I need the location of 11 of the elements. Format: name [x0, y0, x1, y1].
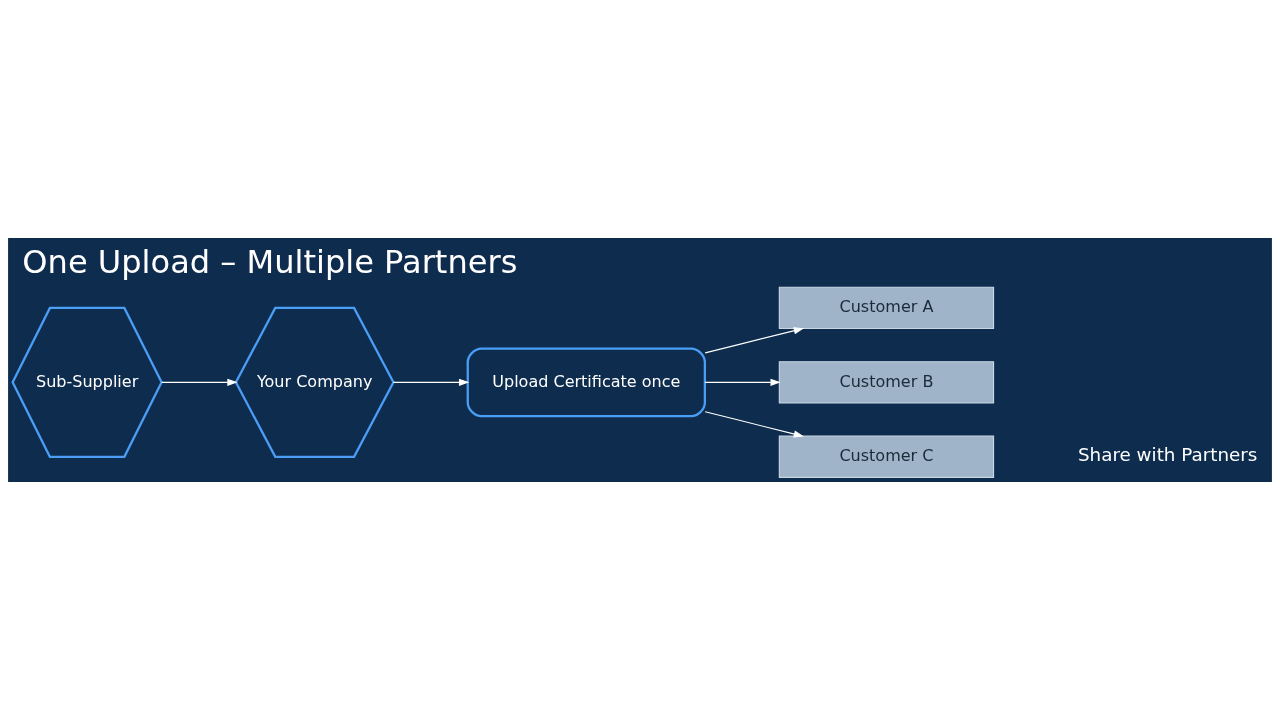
arrow	[704, 411, 805, 438]
arrow	[161, 378, 238, 386]
arrow	[704, 327, 805, 354]
arrow	[704, 378, 781, 386]
node-box: Customer C	[778, 435, 995, 478]
node-box: Upload Certificate once	[466, 347, 707, 418]
arrow	[392, 378, 470, 386]
node-box: Customer A	[778, 286, 995, 330]
label: Share with Partners	[1077, 444, 1258, 466]
node-box: Customer B	[778, 361, 995, 404]
diagram-title: One Upload – Multiple Partners	[22, 242, 518, 281]
